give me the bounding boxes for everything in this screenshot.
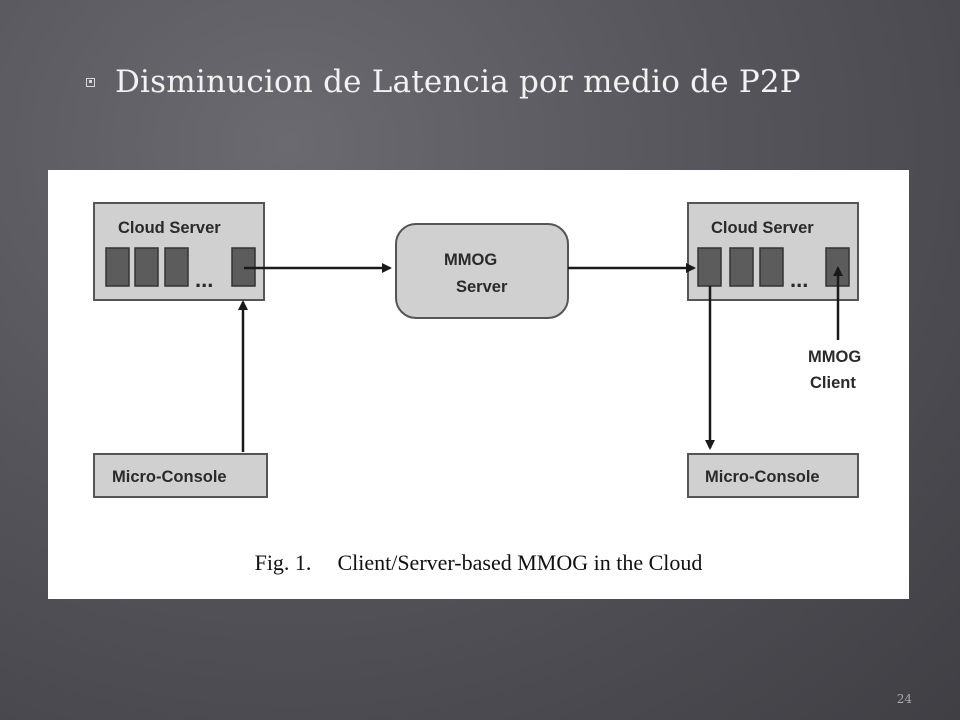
- title-text: Disminucion de Latencia por medio de P2P: [115, 64, 801, 100]
- server-slot: [697, 247, 722, 287]
- left-micro-console-label: Micro-Console: [112, 468, 227, 486]
- server-slot: [759, 247, 784, 287]
- figure-caption: Fig. 1. Client/Server-based MMOG in the C…: [48, 550, 909, 576]
- page-number: 24: [896, 692, 912, 706]
- server-ellipsis: ...: [195, 267, 213, 292]
- square-bullet-icon: [86, 77, 95, 87]
- left-cloud-server-label: Cloud Server: [118, 219, 221, 237]
- mmog-server: MMOG Server: [395, 223, 569, 319]
- mmog-client-label-line2: Client: [810, 374, 856, 392]
- server-slot: [105, 247, 130, 287]
- mmog-server-label-line1: MMOG: [444, 251, 497, 269]
- right-micro-console-label: Micro-Console: [705, 468, 820, 486]
- mmog-client-label-line1: MMOG: [808, 348, 861, 366]
- right-cloud-server: Cloud Server ...: [687, 202, 859, 301]
- architecture-diagram: Cloud Server ... MMOG Server Cloud Serve…: [93, 202, 861, 498]
- right-micro-console: Micro-Console: [687, 453, 859, 498]
- caption-text: Client/Server-based MMOG in the Cloud: [337, 550, 703, 575]
- server-slot: [164, 247, 189, 287]
- server-ellipsis: ...: [790, 267, 808, 292]
- server-slot: [134, 247, 159, 287]
- server-slot: [729, 247, 754, 287]
- left-cloud-server: Cloud Server ...: [93, 202, 265, 301]
- diagram-figure: Cloud Server ... MMOG Server Cloud Serve…: [48, 170, 909, 599]
- caption-number: Fig. 1.: [254, 550, 312, 575]
- right-cloud-server-label: Cloud Server: [711, 219, 814, 237]
- slide-title: Disminucion de Latencia por medio de P2P: [86, 64, 801, 100]
- left-micro-console: Micro-Console: [93, 453, 268, 498]
- mmog-server-label-line2: Server: [456, 278, 508, 296]
